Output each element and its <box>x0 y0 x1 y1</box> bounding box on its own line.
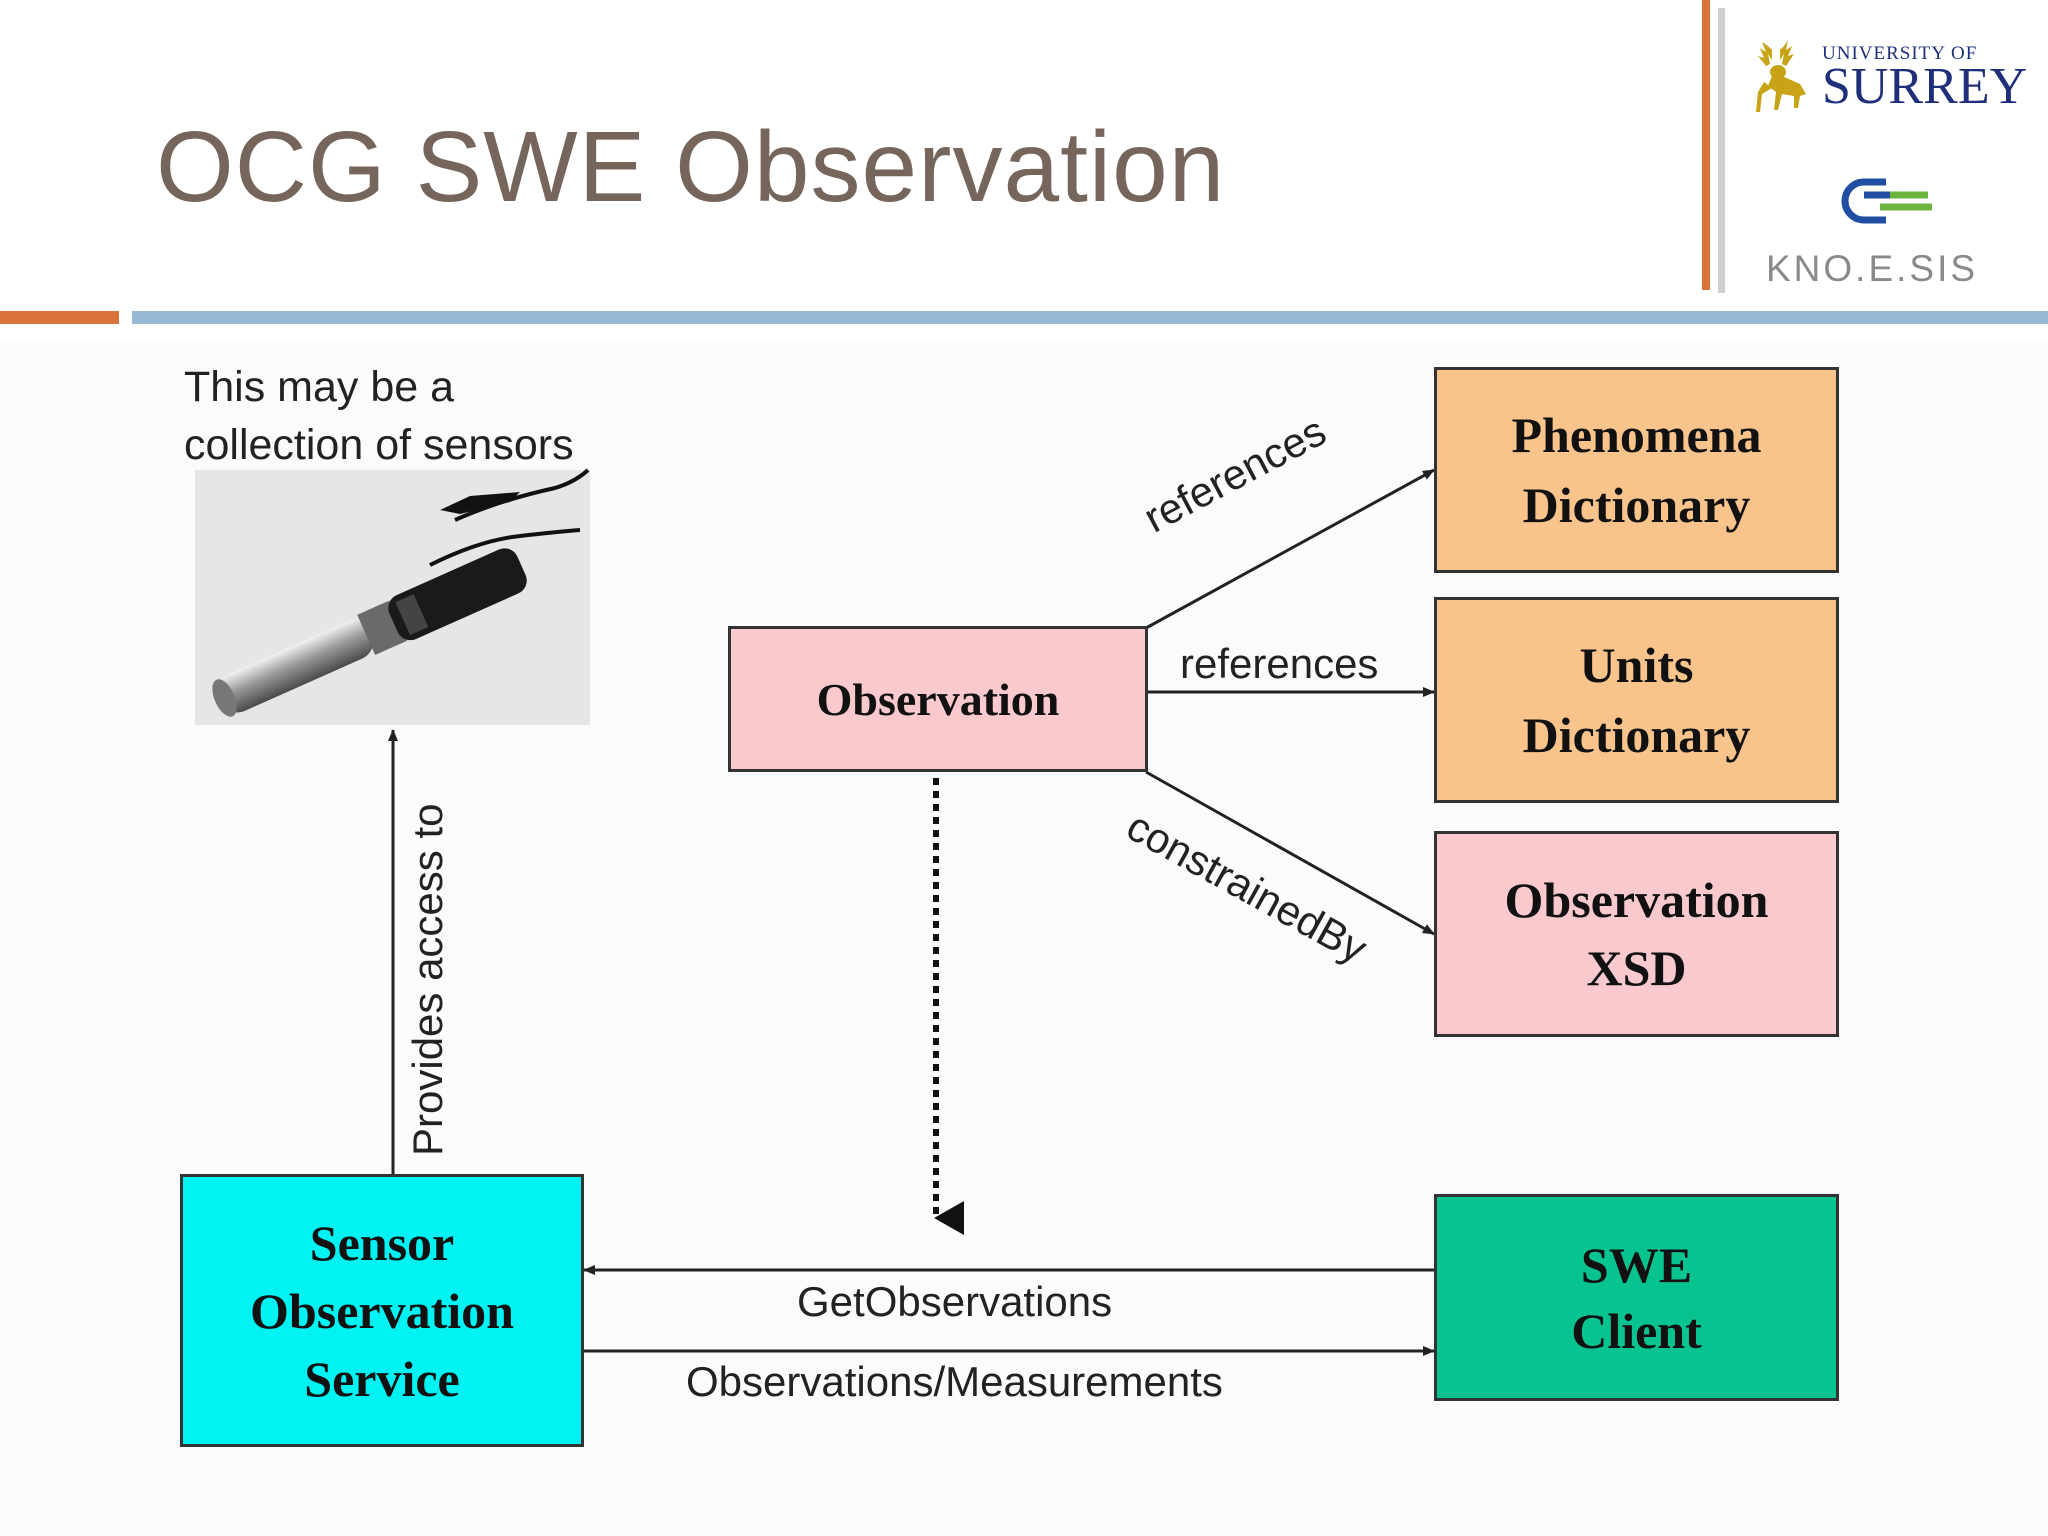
units-dictionary-label: Units Dictionary <box>1522 637 1751 763</box>
edge-label-observations-measurements: Observations/Measurements <box>686 1358 1223 1405</box>
units-dictionary-node: Units Dictionary <box>1434 597 1839 803</box>
knoesis-logo-icon <box>1841 178 1932 224</box>
sensor-observation-service-node: Sensor Observation Service <box>180 1174 584 1447</box>
edge-label-references-units: references <box>1180 640 1379 687</box>
observation-node-label: Observation <box>816 673 1060 725</box>
sensor-note: This may be a collection of sensors <box>184 358 574 474</box>
observation-xsd-node: Observation XSD <box>1434 831 1839 1037</box>
observation-node: Observation <box>728 626 1148 772</box>
header-accent-bar <box>1702 0 1710 290</box>
swe-client-node: SWE Client <box>1434 1194 1839 1401</box>
sensor-note-line1: This may be a <box>184 363 455 411</box>
phenomena-dictionary-node: Phenomena Dictionary <box>1434 367 1839 573</box>
knoesis-logo-text: KNO.E.SIS <box>1766 248 1979 289</box>
sensor-observation-service-label: Sensor Observation Service <box>250 1214 514 1407</box>
phenomena-dictionary-label: Phenomena Dictionary <box>1511 407 1762 533</box>
title-underline <box>132 311 2048 324</box>
edge-label-get-observations: GetObservations <box>797 1278 1113 1325</box>
slide-title: OCG SWE Observation <box>156 111 1226 223</box>
surrey-logo-small-text: UNIVERSITY OF <box>1822 43 1978 64</box>
sensor-probe-image <box>195 468 590 725</box>
stag-logo-icon <box>1756 40 1806 112</box>
observation-xsd-label: Observation XSD <box>1504 872 1769 996</box>
sensor-note-line2: collection of sensors <box>184 421 574 469</box>
swe-client-label: SWE Client <box>1571 1236 1702 1359</box>
surrey-logo-big-text: SURREY <box>1822 58 2028 115</box>
surrey-logo: UNIVERSITY OF SURREY <box>1822 44 2027 113</box>
title-underline-accent <box>0 311 119 324</box>
header-divider-bar <box>1718 8 1725 293</box>
edge-label-provides-access-to: Provides access to <box>404 803 451 1157</box>
